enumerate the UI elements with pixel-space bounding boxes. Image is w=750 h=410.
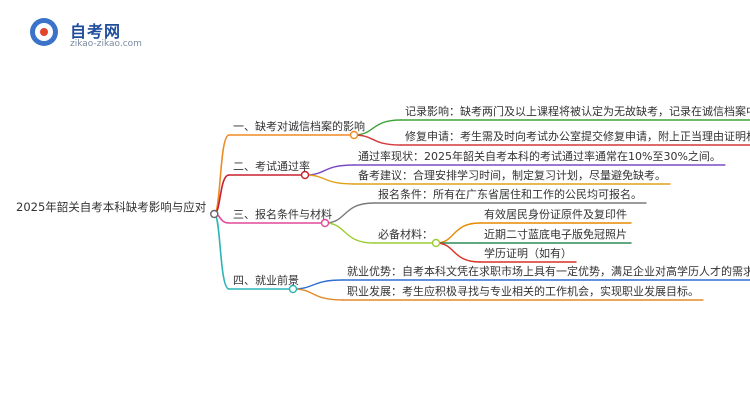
branch-3-sub-leaf-1: 有效居民身份证原件及复印件 xyxy=(484,208,627,221)
branch-3-sub-leaf-3: 学历证明（如有） xyxy=(484,247,572,260)
branch-2-node xyxy=(300,170,310,180)
logo-text: 自考网 xyxy=(70,22,122,41)
branch-1-leaf-2-connector xyxy=(353,134,402,146)
branch-3-sub-node xyxy=(431,238,441,248)
branch-3-leaf-1-connector xyxy=(324,202,375,224)
branch-4-connector xyxy=(213,213,230,290)
branch-1-leaf-1: 记录影响：缺考两门及以上课程将被认定为无故缺考，记录在诚信档案中。 xyxy=(405,105,750,118)
branch-3-sub-connector xyxy=(324,222,375,244)
branch-3-node xyxy=(320,218,330,228)
branch-4-leaf-1-connector xyxy=(292,279,344,290)
branch-3-leaf-1: 报名条件：所有在广东省居住和工作的公民均可报名。 xyxy=(378,188,642,201)
branch-3-label: 三、报名条件与材料 xyxy=(233,208,332,221)
branch-1-leaf-2: 修复申请：考生需及时向考试办公室提交修复申请，附上正当理由证明材料。 xyxy=(405,130,750,143)
mindmap-root-node xyxy=(210,209,219,219)
branch-2-leaf-2: 备考建议：合理安排学习时间，制定复习计划，尽量避免缺考。 xyxy=(358,169,666,182)
branch-4-node xyxy=(288,284,298,294)
branch-3-sub-leaf-2: 近期二寸蓝底电子版免冠照片 xyxy=(484,228,627,241)
branch-3-sub-leaf-1-connector xyxy=(435,222,481,244)
branch-2-label: 二、考试通过率 xyxy=(233,160,310,173)
mindmap-root: 2025年韶关自考本科缺考影响与应对 xyxy=(16,200,207,214)
branch-1-connector xyxy=(213,134,230,215)
logo-url: zikao-zikao.com xyxy=(70,39,142,49)
branch-4-leaf-2-connector xyxy=(292,288,344,301)
branch-2-leaf-2-connector xyxy=(304,174,355,185)
site-logo[interactable]: 自考网 zikao-zikao.com xyxy=(26,12,156,52)
branch-1-leaf-1-connector xyxy=(353,119,402,136)
branch-1-label: 一、缺考对诚信档案的影响 xyxy=(233,120,365,133)
branch-2-leaf-1-connector xyxy=(304,164,355,176)
branch-3-sub-leaf-3-connector xyxy=(435,242,481,263)
branch-3-sub-label: 必备材料： xyxy=(378,228,433,241)
branch-4-leaf-2: 职业发展：考生应积极寻找与专业相关的工作机会，实现职业发展目标。 xyxy=(347,285,699,298)
branch-2-leaf-1: 通过率现状：2025年韶关自考本科的考试通过率通常在10%至30%之间。 xyxy=(358,150,721,163)
branch-4-leaf-1: 就业优势：自考本科文凭在求职市场上具有一定优势，满足企业对高学历人才的需求。 xyxy=(347,265,750,278)
logo-badge-dot xyxy=(40,28,48,36)
branch-1-node xyxy=(349,130,359,140)
branch-4-label: 四、就业前景 xyxy=(233,274,299,287)
